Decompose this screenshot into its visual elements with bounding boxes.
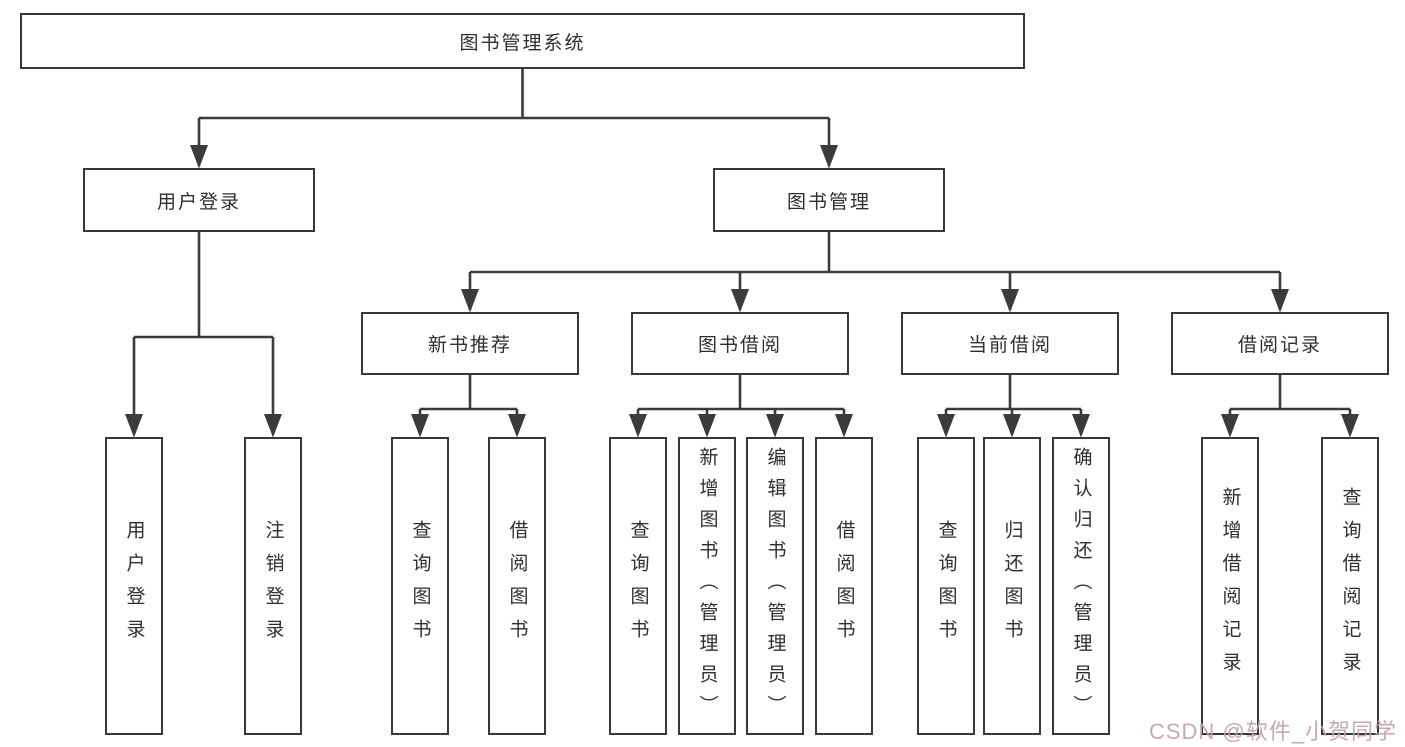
connector-borrow-to-children [636,374,846,434]
node-label: 用户登录 [123,520,145,652]
node-label: 确认归还（管理员） [1070,446,1092,726]
node-user-login-action: 用户登录 [105,437,163,735]
node-label: 借阅图书 [833,520,855,652]
node-label: 新增图书（管理员） [696,446,718,726]
node-borrow-add-book: 新增图书（管理员） [678,437,736,735]
node-book-borrow: 图书借阅 [631,312,849,375]
node-label: 借阅图书 [506,520,528,652]
node-label: 查询借阅记录 [1339,487,1361,685]
connector-user-login-to-children [132,231,275,434]
node-label: 查询图书 [409,520,431,652]
node-borrow-record: 借阅记录 [1171,312,1389,375]
node-borrow-edit-book: 编辑图书（管理员） [746,437,804,735]
node-logout-action: 注销登录 [244,437,302,735]
node-record-query: 查询借阅记录 [1321,437,1379,735]
node-current-return-book: 归还图书 [983,437,1041,735]
connector-root-to-level2 [197,67,831,166]
node-label: 查询图书 [935,520,957,652]
arrowheads [125,145,1359,438]
connector-record-to-children [1228,374,1352,434]
node-current-query-book: 查询图书 [917,437,975,735]
watermark: CSDN @软件_小贺同学 [1148,719,1397,744]
connector-book-mgmt-to-modules [468,231,1282,310]
node-new-book-recommend: 新书推荐 [361,312,579,375]
connector-recommend-to-children [418,374,519,434]
node-root: 图书管理系统 [20,13,1025,69]
node-label: 注销登录 [262,520,284,652]
node-record-add: 新增借阅记录 [1201,437,1259,735]
node-label: 归还图书 [1001,520,1023,652]
node-recommend-query-book: 查询图书 [391,437,449,735]
node-label: 编辑图书（管理员） [764,446,786,726]
node-book-management: 图书管理 [713,168,945,232]
node-borrow-query-book: 查询图书 [609,437,667,735]
node-user-login: 用户登录 [83,168,315,232]
node-borrow-borrow-book: 借阅图书 [815,437,873,735]
node-current-borrow: 当前借阅 [901,312,1119,375]
node-label: 新增借阅记录 [1219,487,1241,685]
node-label: 查询图书 [627,520,649,652]
node-current-confirm-return: 确认归还（管理员） [1052,437,1110,735]
node-recommend-borrow-book: 借阅图书 [488,437,546,735]
